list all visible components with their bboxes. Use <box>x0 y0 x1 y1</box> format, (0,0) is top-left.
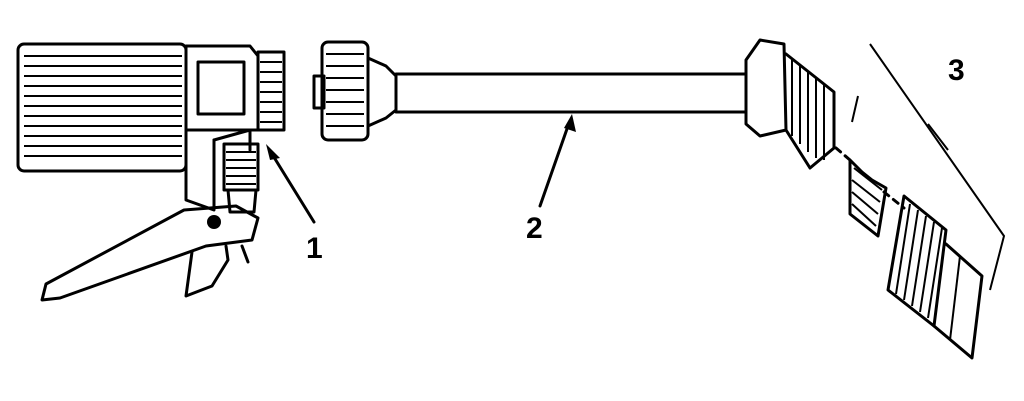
dashed-centerline <box>834 146 906 210</box>
nozzle-assembly <box>834 43 1006 360</box>
sprayer-body <box>184 44 260 212</box>
sprayer-trigger-head <box>16 42 316 302</box>
tube-taper <box>366 56 398 128</box>
callout-1-leader <box>266 144 316 224</box>
ribbed-cap <box>16 42 188 173</box>
trigger-lever <box>40 204 260 302</box>
adjusting-nut <box>222 142 260 214</box>
callout-label-1: 1 <box>306 232 323 265</box>
nozzle-insert <box>848 158 888 238</box>
threaded-outlet <box>256 50 286 132</box>
tube-end-fitting <box>744 38 836 170</box>
callout-label-2: 2 <box>526 212 543 245</box>
extension-tube-assembly <box>312 38 836 208</box>
callout-2-leader <box>538 114 576 208</box>
nozzle-cap <box>886 194 984 360</box>
nozzle-bracket-outline <box>851 43 1006 291</box>
tube-coupling-nut <box>312 40 370 142</box>
extension-tube <box>394 72 748 114</box>
callout-label-3: 3 <box>948 54 965 87</box>
